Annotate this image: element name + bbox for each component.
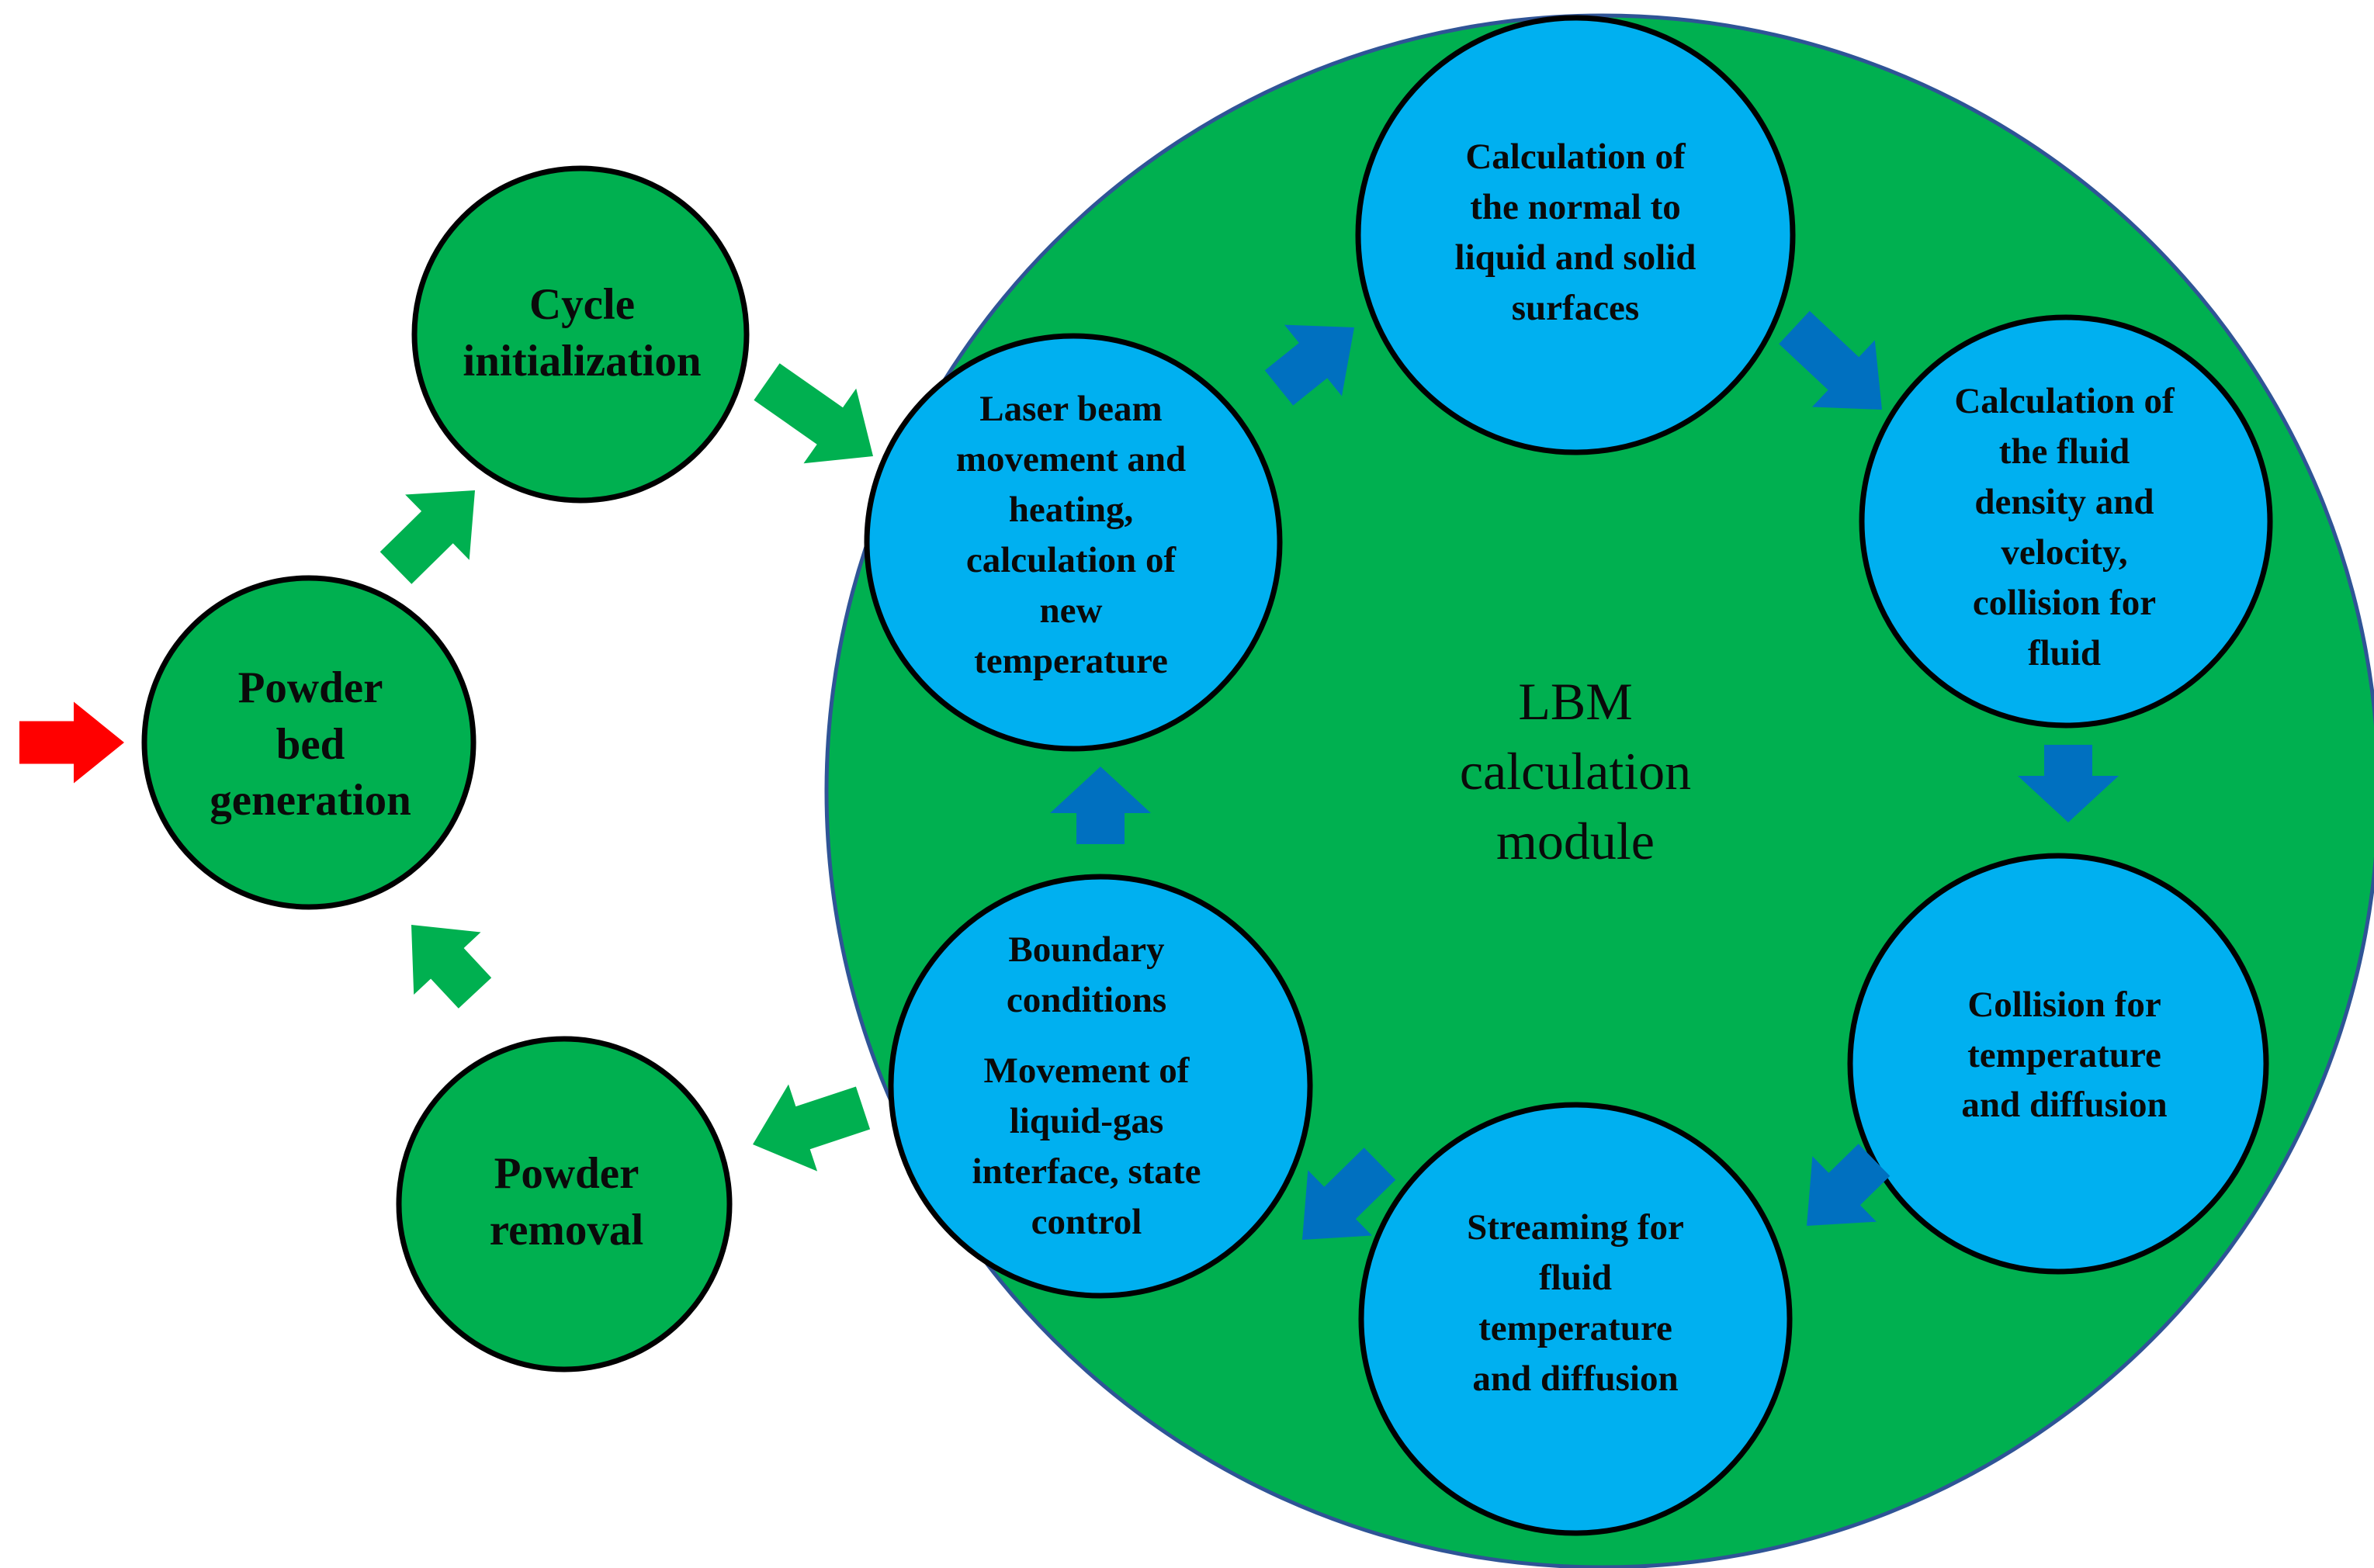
arrow-collision-to-streaming [1807, 1144, 1891, 1226]
node-label-powder-removal: Powder removal [489, 1149, 644, 1255]
node-powder-removal [396, 1036, 733, 1372]
start-arrow [19, 701, 124, 784]
node-label-laser-beam-heating: Laser beam movement and heating, calcula… [955, 389, 1187, 681]
node-label-streaming: Streaming for fluid temperature and diff… [1467, 1207, 1684, 1399]
node-label-fluid-density-velocity: Calculation of the fluid density and vel… [1954, 381, 2175, 673]
node-label-powder-bed-generation: Powder bed generation [210, 663, 411, 826]
arrow-boundary-to-laser [1050, 767, 1151, 844]
arrow-bed-to-cycle [379, 490, 475, 584]
node-label-cycle-initialization: Cycle initialization [463, 280, 702, 386]
node-label-boundary-conditions: Boundary conditions Movement of liquid-g… [892, 908, 1281, 1265]
arrow-normal-to-fluid [1779, 310, 1882, 410]
node-cycle-initialization [411, 165, 750, 504]
node-collision-temperature [1847, 853, 2269, 1275]
node-label-collision-temperature: Collision for temperature and diffusion [1961, 984, 2168, 1126]
arrow-removal-to-bed [411, 925, 492, 1009]
arrow-streaming-to-boundary [1302, 1147, 1396, 1240]
node-fluid-density-velocity [1859, 314, 2273, 729]
arrow-module-to-removal [753, 1084, 871, 1172]
node-streaming [1358, 1102, 1793, 1536]
module-label: LBM calculation module [1459, 672, 1692, 871]
arrow-cycle-to-module [754, 363, 873, 464]
node-normal-calculation [1355, 15, 1796, 455]
node-label-normal-calculation: Calculation of the normal to liquid and … [1454, 137, 1696, 328]
node-powder-bed-generation [141, 575, 477, 910]
node-boundary-conditions [888, 874, 1313, 1299]
arrow-laser-to-normal [1264, 324, 1354, 406]
state-control-text: Movement of liquid-gas interface, state … [972, 1051, 1201, 1242]
boundary-conditions-text: Boundary conditions [1006, 929, 1167, 1021]
arrow-fluid-to-collision [2018, 745, 2119, 822]
node-laser-beam-heating [864, 333, 1283, 752]
